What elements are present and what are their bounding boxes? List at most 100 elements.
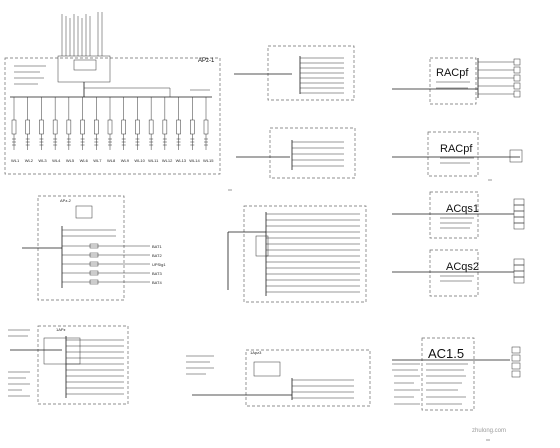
circuit-label: WL7 [93, 158, 102, 163]
output-terminal [513, 210, 525, 218]
bottom-left-label: 1APz [56, 327, 66, 332]
main-panel-header-text [14, 65, 46, 85]
bottom-middle-notes [186, 355, 214, 375]
bottom-left-notes [8, 329, 30, 397]
ac15-title: AC1.5 [428, 346, 464, 361]
output-terminal [513, 258, 525, 266]
sub-panel-mid-border [269, 127, 356, 179]
acqs2-border [429, 249, 479, 297]
meter-inner [73, 59, 97, 71]
circuit-label: WL13 [176, 158, 187, 163]
output-terminal [513, 222, 525, 230]
circuit-label: WL5 [66, 158, 75, 163]
circuit-breaker [135, 119, 140, 135]
circuit-label: WL6 [80, 158, 89, 163]
ap-circuit-label: BAT3 [152, 271, 162, 276]
circuit-label: WL15 [203, 158, 214, 163]
circuit-breaker [203, 119, 209, 135]
racpf-lower-panel: RACpf [392, 131, 523, 177]
bottom-left-outputs [66, 339, 124, 395]
ap-breaker [89, 270, 99, 276]
acqs1-border [429, 191, 479, 239]
circuit-breaker [94, 119, 99, 135]
circuit-breaker [148, 119, 154, 135]
circuit-label: WL10 [134, 158, 145, 163]
watermark: zhulong.com [472, 428, 506, 434]
ap-circuit-label: UPSig1 [152, 262, 166, 267]
ac15-notes [394, 375, 466, 405]
circuit-breaker [80, 119, 85, 135]
sub-panel-mid-outputs [292, 141, 344, 167]
ac15-border [421, 337, 475, 411]
circuit-label: WL8 [107, 158, 116, 163]
incoming-feeders [61, 12, 103, 56]
output-terminal [511, 346, 521, 354]
racpf-upper-border [429, 57, 477, 105]
circuit-label: WL3 [38, 158, 47, 163]
racpf-upper-panel: RACpf [392, 57, 521, 105]
circuit-label: WL1 [11, 158, 20, 163]
output-terminal [513, 82, 521, 90]
circuit-breaker [176, 119, 181, 135]
ac15-outputs [511, 346, 521, 378]
circuit-label: WL9 [121, 158, 130, 163]
main-panel-border [4, 57, 221, 175]
sub-panel-top-border [267, 45, 355, 101]
racpf-upper-title: RACpf [436, 67, 469, 79]
acqs2-title: ACqs2 [446, 261, 479, 273]
output-terminal [511, 354, 521, 362]
main-panel-label: APz-1 [198, 58, 215, 64]
bottom-left-meter-block [43, 337, 81, 365]
ap-breaker [89, 243, 99, 249]
ap-circuit-label: BAT4 [152, 280, 162, 285]
center-switch-box [255, 235, 269, 257]
bottom-middle-outputs [292, 379, 354, 399]
center-sub-panel [227, 205, 367, 303]
circuit-breaker [25, 119, 30, 135]
ap-circuit-label: BAT2 [152, 253, 162, 258]
output-terminal [511, 362, 521, 370]
circuit-label: WL12 [162, 158, 173, 163]
acqs2-outputs [513, 258, 525, 284]
output-terminal [513, 276, 525, 284]
ap-meter [75, 205, 93, 219]
bottom-left-panel: 1APz [8, 325, 129, 405]
output-terminal [513, 66, 521, 74]
sub-panel-top-outputs [300, 57, 344, 94]
racpf-lower-border [427, 131, 479, 177]
output-terminal [513, 198, 525, 206]
ap-circuit-label: BAT1 [152, 244, 162, 249]
bottom-middle-panel: 1Apz3 [186, 349, 371, 407]
circuit-label: WL11 [148, 158, 159, 163]
ac15-panel: AC1.5 [392, 337, 521, 411]
output-terminal [513, 264, 525, 272]
circuit-breaker [11, 119, 17, 135]
acqs1-panel: ACqs1 [392, 191, 525, 239]
ap-panel-label: APz-2 [60, 198, 72, 203]
ap-breaker [89, 261, 99, 267]
circuit-breaker [162, 119, 168, 135]
center-panel-border [243, 205, 367, 303]
circuit-breaker [52, 119, 58, 135]
circuit-breaker [39, 119, 44, 135]
circuit-breaker [107, 119, 113, 135]
output-terminal [513, 58, 521, 66]
output-terminal [513, 270, 525, 278]
output-terminal [513, 204, 525, 212]
ap-breaker [89, 279, 99, 285]
bottom-middle-border [245, 349, 371, 407]
bottom-middle-meter [253, 361, 281, 377]
output-terminal [513, 74, 521, 82]
circuit-breaker [66, 119, 72, 135]
racpf-lower-terminal [509, 149, 523, 163]
racpf-lower-title: RACpf [440, 143, 473, 155]
circuit-label: WL14 [189, 158, 200, 163]
output-terminal [511, 370, 521, 378]
sub-panel-top-middle [234, 45, 355, 101]
output-terminal [513, 216, 525, 224]
